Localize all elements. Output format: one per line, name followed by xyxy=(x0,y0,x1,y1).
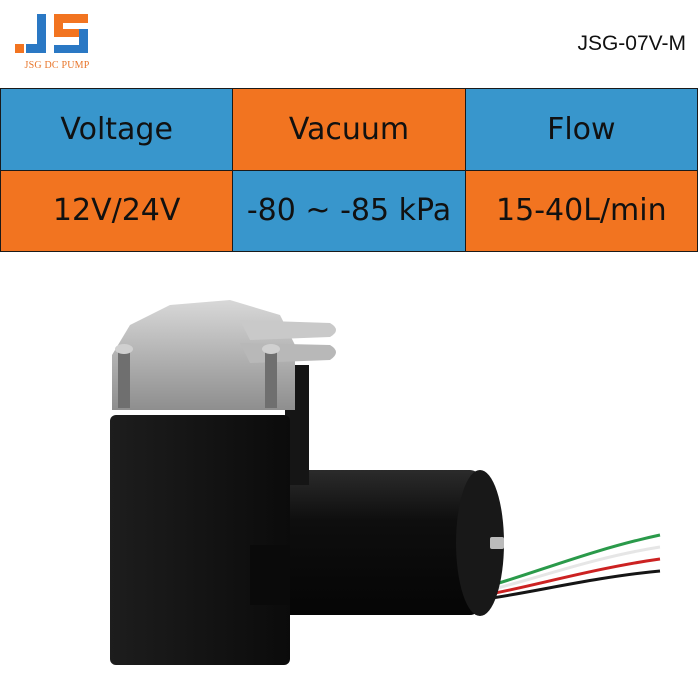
motor-shaft xyxy=(490,537,504,549)
header-vacuum: Vacuum xyxy=(232,88,466,171)
value-vacuum: -80 ~ -85 kPa xyxy=(232,169,466,252)
model-number: JSG-07V-M xyxy=(577,32,686,55)
motor-end-cap xyxy=(456,470,504,616)
spec-table: Voltage Vacuum Flow 12V/24V -80 ~ -85 kP… xyxy=(0,88,699,252)
header-flow: Flow xyxy=(464,88,699,171)
pump-product-image xyxy=(110,300,661,665)
value-voltage: 12V/24V xyxy=(0,169,234,252)
motor-cylinder xyxy=(270,470,480,615)
spec-value-row: 12V/24V -80 ~ -85 kPa 15-40L/min xyxy=(0,169,699,252)
spec-header-row: Voltage Vacuum Flow xyxy=(0,88,699,171)
screw-right xyxy=(265,350,277,408)
value-flow: 15-40L/min xyxy=(464,169,699,252)
pump-body xyxy=(110,415,290,665)
brand-name: JSG DC PUMP xyxy=(24,60,90,71)
brand-logo-mark xyxy=(15,14,88,53)
brand-logo: JSG DC PUMP xyxy=(12,10,102,74)
screw-left xyxy=(118,350,130,408)
header-voltage: Voltage xyxy=(0,88,234,171)
motor-wires xyxy=(484,533,661,601)
